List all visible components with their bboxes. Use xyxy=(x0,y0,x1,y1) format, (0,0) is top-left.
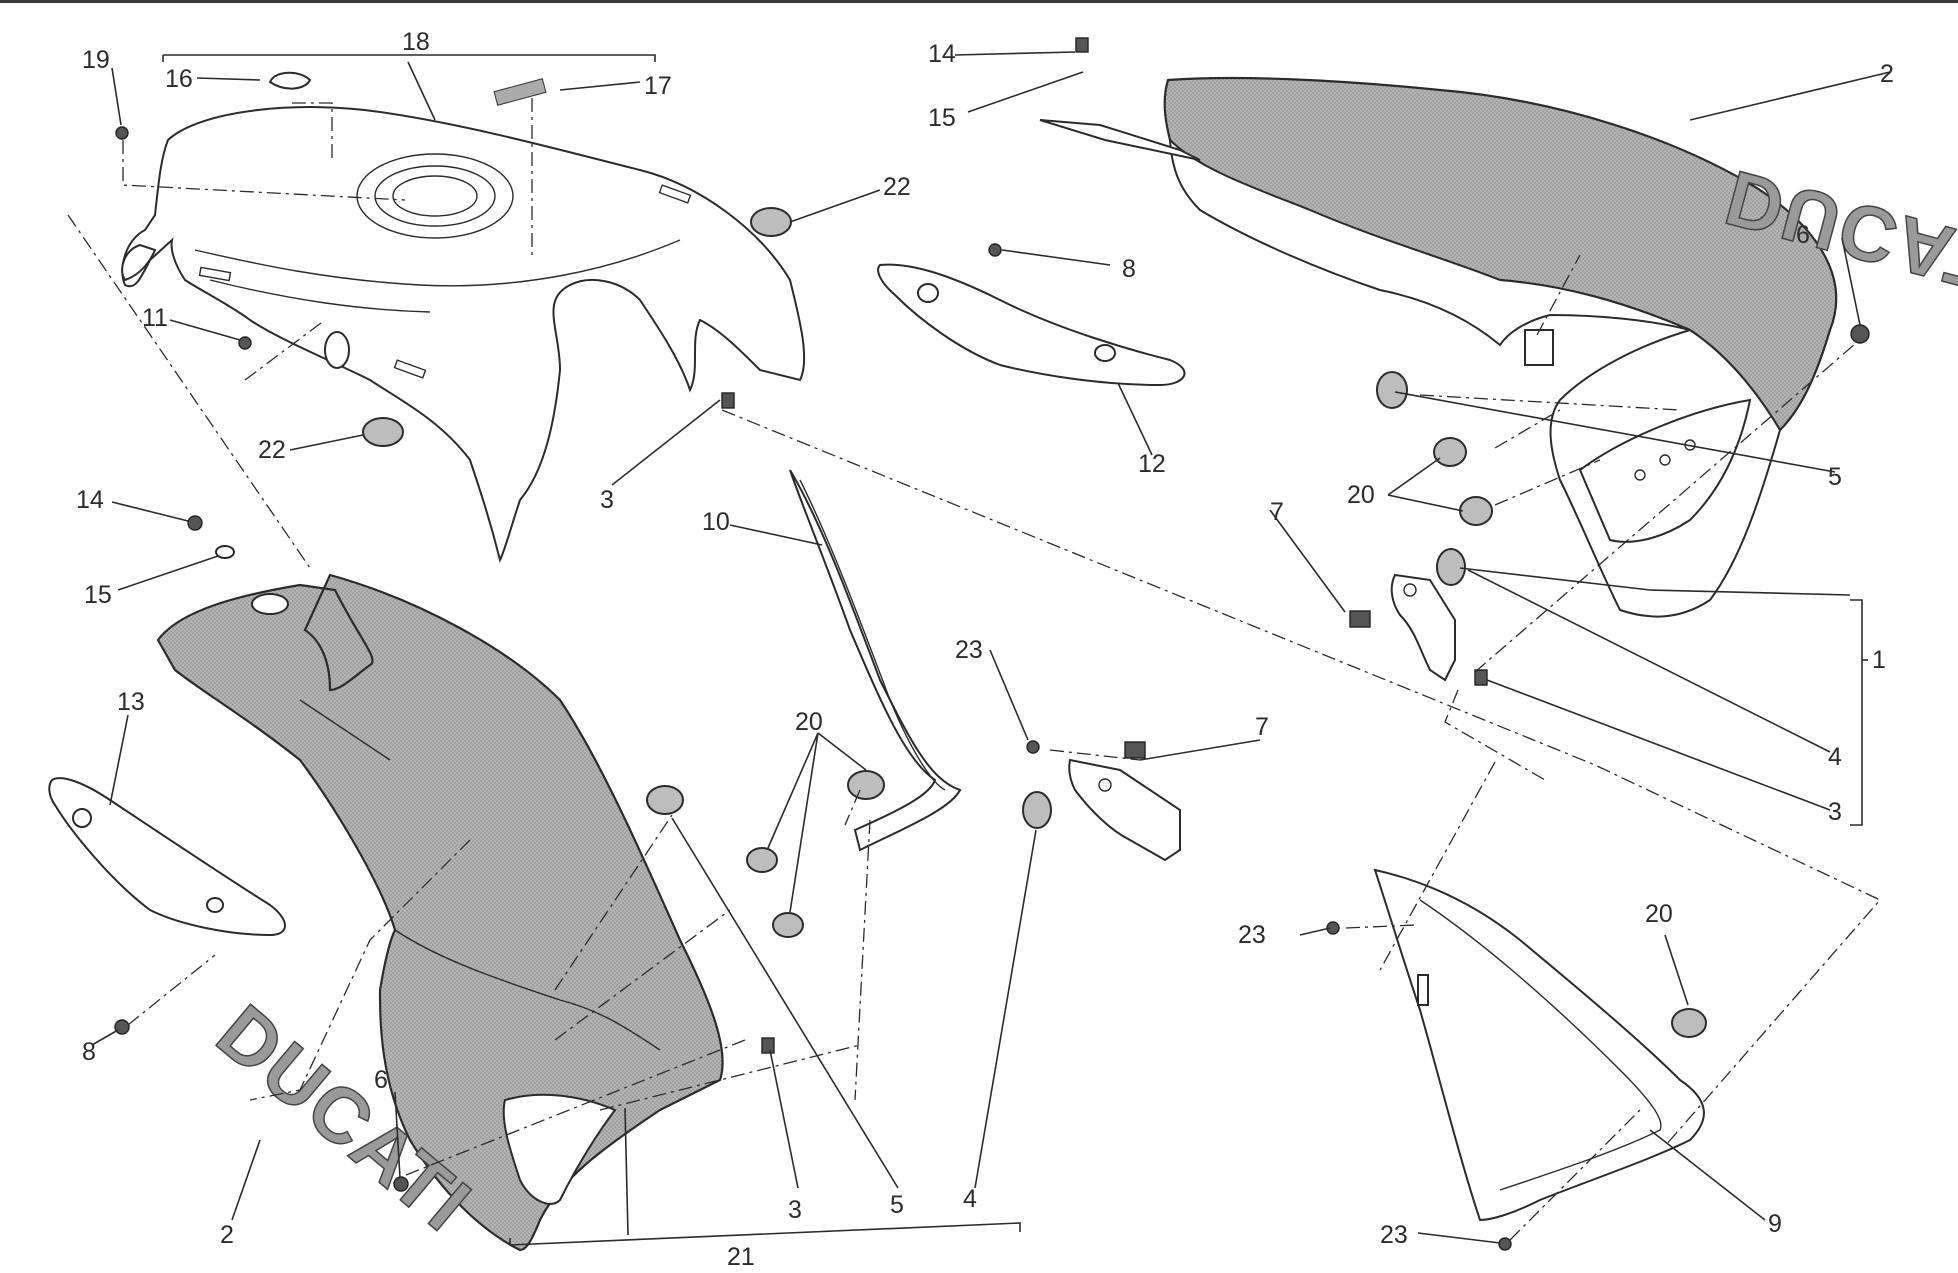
callout-5-bottom: 5 xyxy=(890,1191,904,1219)
callout-20-right: 20 xyxy=(1645,900,1673,928)
right-side-panel xyxy=(1039,76,1838,618)
grommet-5-right xyxy=(1376,371,1408,409)
grommet-20-d xyxy=(1433,437,1467,467)
grommet-22-left xyxy=(362,417,404,447)
callout-15-top: 15 xyxy=(928,104,956,132)
callout-13: 13 xyxy=(117,688,145,716)
callout-3-top: 3 xyxy=(600,486,614,514)
callout-4-right: 4 xyxy=(1828,743,1842,771)
callout-22-left: 22 xyxy=(258,436,286,464)
callout-9: 9 xyxy=(1768,1210,1782,1238)
screw-23-rb xyxy=(1498,1237,1512,1251)
callout-20-mid: 20 xyxy=(795,708,823,736)
leader-lines xyxy=(91,51,1891,1246)
clip-3-bottom xyxy=(761,1037,775,1054)
tank-cover xyxy=(121,106,806,563)
callout-3-right: 3 xyxy=(1828,798,1842,826)
screw-11 xyxy=(238,336,252,350)
screw-19 xyxy=(115,126,129,140)
top-border xyxy=(0,0,1958,3)
bracket-7-left xyxy=(1068,758,1181,862)
callout-12: 12 xyxy=(1138,450,1166,478)
callout-5-right: 5 xyxy=(1828,463,1842,491)
grommet-20-e xyxy=(1459,496,1493,526)
callout-8-top: 8 xyxy=(1122,255,1136,283)
callout-2-bottom: 2 xyxy=(220,1221,234,1249)
screw-6-right xyxy=(1850,324,1870,344)
clip-3-right xyxy=(1474,669,1488,686)
callout-4-bottom: 4 xyxy=(963,1185,977,1213)
cap-16 xyxy=(268,71,312,90)
grommet-20-b xyxy=(746,847,778,873)
callout-3-bottom: 3 xyxy=(788,1196,802,1224)
grommet-22-top xyxy=(750,207,792,237)
callout-10: 10 xyxy=(702,508,730,536)
callout-18: 18 xyxy=(402,28,430,56)
bracket-7-right xyxy=(1390,573,1456,682)
callout-16: 16 xyxy=(165,65,193,93)
callout-labels: 18 19 16 17 22 11 22 3 14 15 13 8 10 23 … xyxy=(76,28,1894,1271)
callout-23-mid: 23 xyxy=(955,636,983,664)
grommet-4-bottom xyxy=(1022,791,1052,829)
callout-20-left: 20 xyxy=(1347,481,1375,509)
grommet-20-a xyxy=(847,770,885,800)
callout-22-top: 22 xyxy=(883,173,911,201)
washer-15-left xyxy=(215,545,235,559)
label-17 xyxy=(493,78,547,106)
screw-8-top xyxy=(988,243,1002,257)
callout-7-right: 7 xyxy=(1255,713,1269,741)
callout-14-top: 14 xyxy=(928,40,956,68)
callout-6-left: 6 xyxy=(374,1066,388,1094)
nut-7-right xyxy=(1349,610,1371,628)
screw-23-mid xyxy=(1026,740,1040,754)
clip-3-top xyxy=(721,392,735,409)
screw-14-left xyxy=(187,515,203,531)
nut-7-left xyxy=(1124,741,1146,759)
callout-2-top: 2 xyxy=(1880,60,1894,88)
callout-6-right: 6 xyxy=(1796,221,1810,249)
grommet-5-bottom xyxy=(646,785,684,815)
callout-14-left: 14 xyxy=(76,486,104,514)
callout-7-left: 7 xyxy=(1270,498,1284,526)
callout-19: 19 xyxy=(82,46,110,74)
callout-8-left: 8 xyxy=(82,1038,96,1066)
callout-11: 11 xyxy=(142,304,168,332)
callout-21: 21 xyxy=(727,1243,755,1271)
lower-fairing-9 xyxy=(1373,868,1705,1222)
inner-trim-10 xyxy=(789,469,962,852)
screw-8-left xyxy=(114,1019,130,1035)
screw-6-left xyxy=(393,1176,409,1192)
grommet-20-c xyxy=(772,912,804,938)
callout-23-right-top: 23 xyxy=(1238,921,1266,949)
callout-15-left: 15 xyxy=(84,581,112,609)
callout-23-right-bottom: 23 xyxy=(1380,1221,1408,1249)
grommet-20-f xyxy=(1671,1008,1707,1038)
grommet-4-right xyxy=(1436,548,1466,586)
callout-1: 1 xyxy=(1872,646,1886,674)
left-side-panel xyxy=(156,573,724,1252)
callout-17: 17 xyxy=(644,72,672,100)
side-cover-12 xyxy=(877,263,1186,387)
side-cover-13 xyxy=(48,777,286,937)
screw-14-top xyxy=(1075,37,1089,53)
